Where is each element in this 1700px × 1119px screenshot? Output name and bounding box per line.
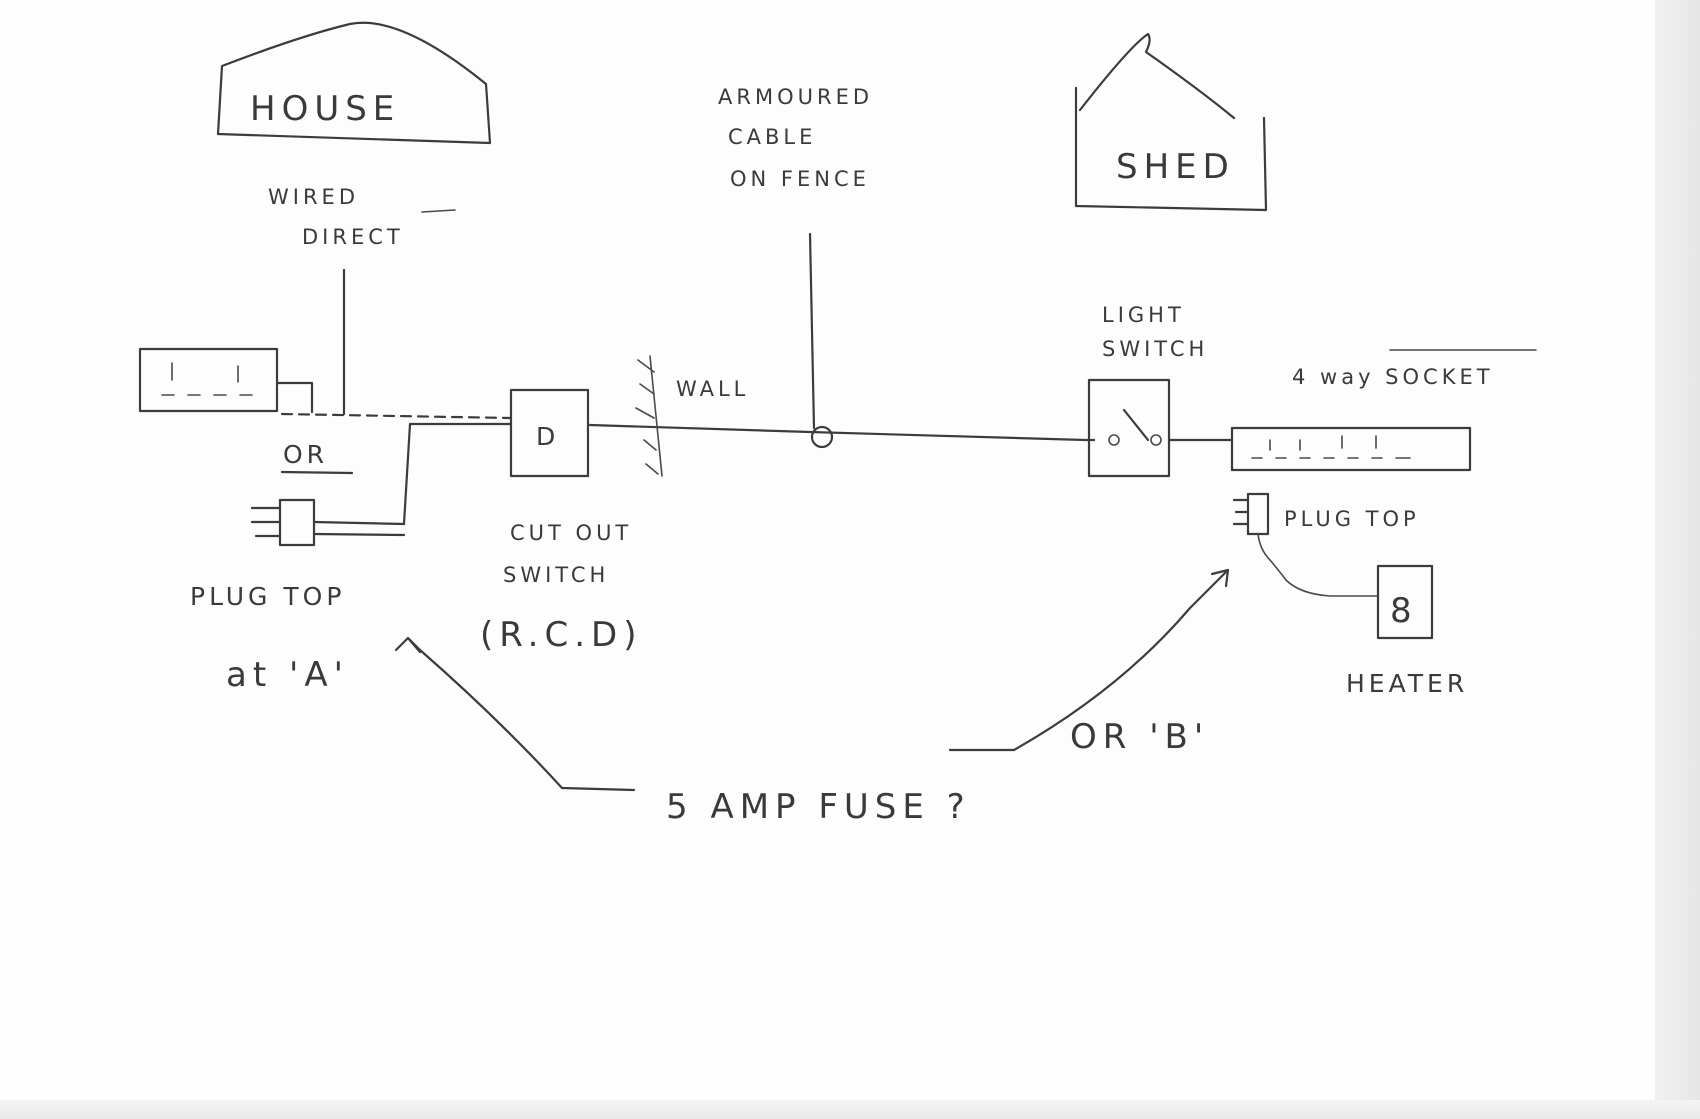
dashed-supply-cable (280, 412, 512, 420)
rcd-label: (R.C.D) (480, 615, 642, 655)
light-switch-line-1: LIGHT (1102, 303, 1185, 327)
wall-label: WALL (676, 377, 749, 401)
shed-label: SHED (1116, 147, 1235, 187)
or-b-label: OR 'B' (1070, 717, 1209, 757)
fuse-arrows: OR 'B' 5 AMP FUSE ? (394, 568, 1230, 827)
heater: 8 HEATER (1346, 564, 1468, 698)
cutout-line-2: SWITCH (503, 563, 609, 587)
scan-bottom-shadow (0, 1100, 1700, 1119)
armoured-line-3: ON FENCE (730, 167, 870, 191)
plug-top-left-label: PLUG TOP (190, 582, 345, 611)
wired-direct-line-1: WIRED (268, 185, 359, 209)
plug-top-right-label: PLUG TOP (1284, 507, 1420, 531)
heater-label: HEATER (1346, 669, 1468, 698)
cutout-line-1: CUT OUT (510, 521, 632, 545)
house-socket (138, 347, 314, 414)
light-switch: LIGHT SWITCH (1087, 303, 1234, 478)
cutout-switch-rcd: D CUT OUT SWITCH (R.C.D) (480, 388, 642, 655)
four-way-socket-label: 4 way SOCKET (1292, 365, 1494, 389)
shed-building: SHED (1074, 32, 1268, 212)
house-label: HOUSE (250, 89, 400, 129)
wired-direct-note: WIRED DIRECT (268, 185, 456, 416)
armoured-line-2: CABLE (728, 125, 816, 149)
plug-top-a: PLUG TOP at 'A' (190, 422, 512, 695)
cable-junction (810, 425, 834, 449)
four-way-socket: 4 way SOCKET (1230, 349, 1537, 472)
wall-marker: WALL (635, 355, 749, 477)
armoured-cable-leader (808, 232, 816, 430)
light-switch-line-2: SWITCH (1102, 337, 1208, 361)
or-house-label: OR (283, 440, 328, 469)
scan-edge-shadow (1655, 0, 1700, 1119)
armoured-line-1: ARMOURED (718, 85, 873, 109)
plug-top-b: PLUG TOP (1232, 492, 1420, 597)
fuse-question-label: 5 AMP FUSE ? (666, 787, 971, 827)
or-underline (280, 470, 354, 475)
at-a-label: at 'A' (226, 655, 349, 695)
armoured-cable (588, 423, 1096, 442)
wired-direct-line-2: DIRECT (302, 225, 404, 249)
heater-symbol: 8 (1390, 591, 1418, 631)
rcd-symbol: D (536, 422, 559, 451)
house-building: HOUSE (216, 21, 492, 145)
